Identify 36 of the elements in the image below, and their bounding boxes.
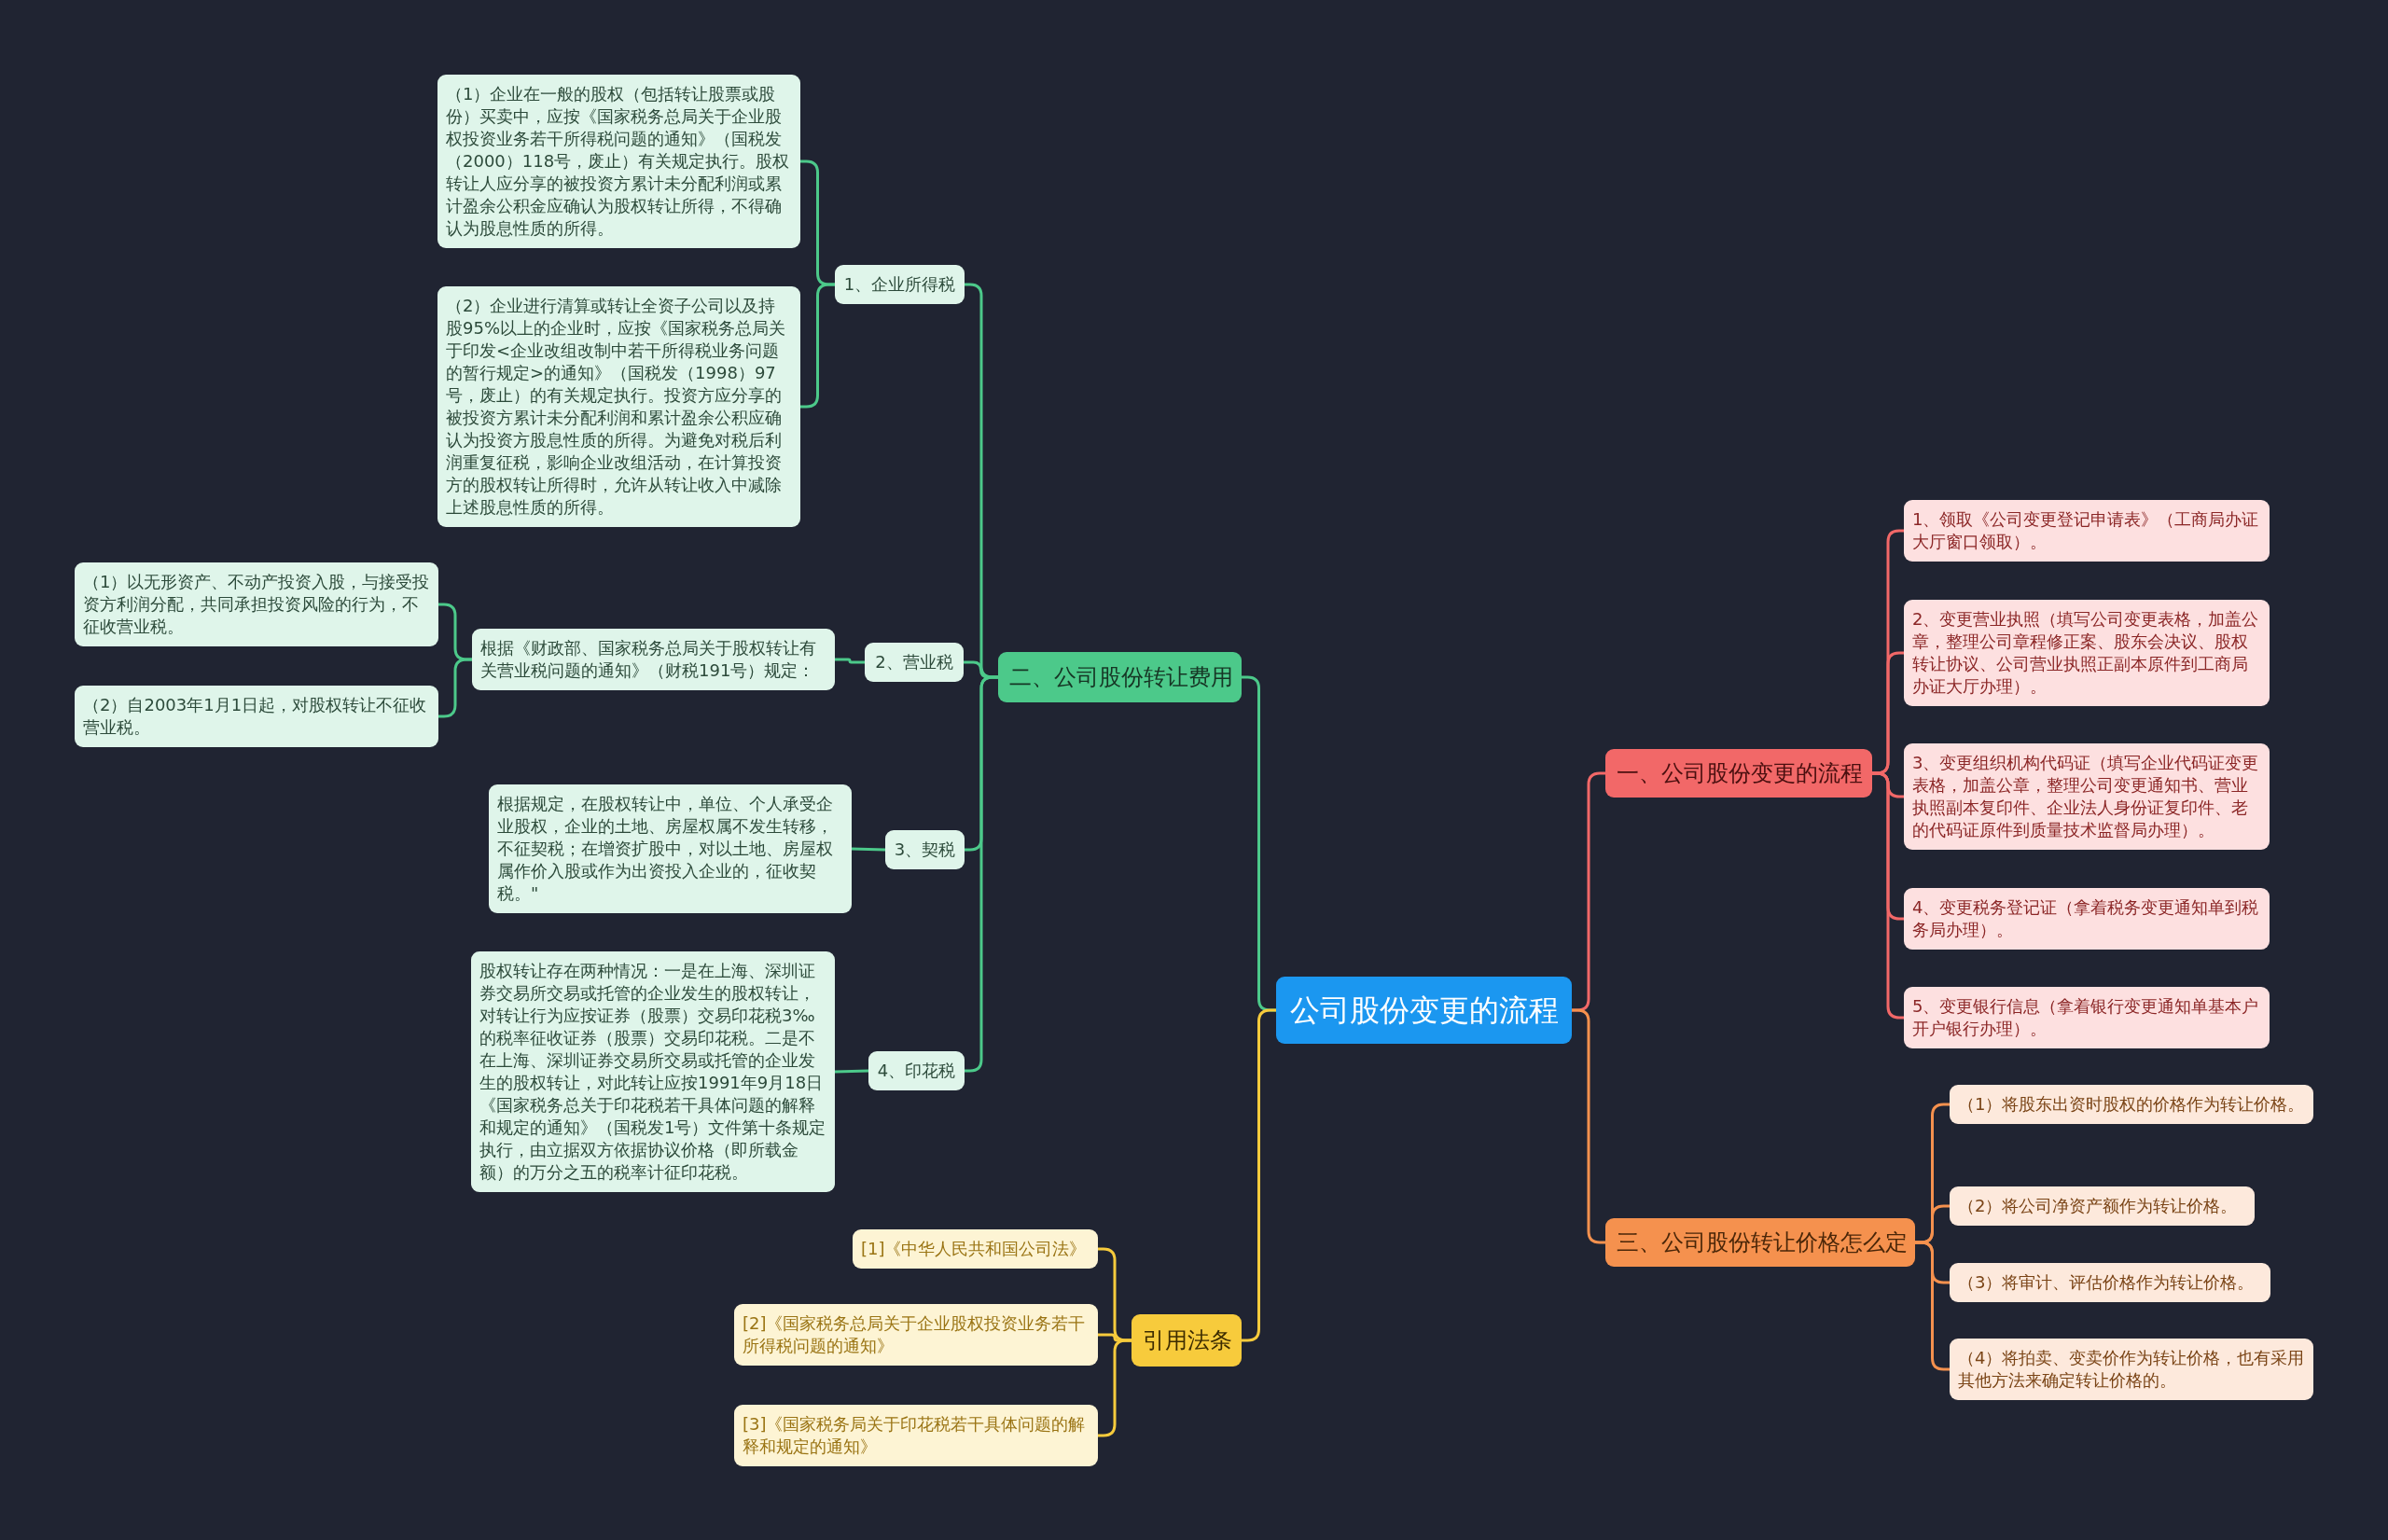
connector-line [1242, 1008, 1276, 1342]
subtopic-box: （1）企业在一般的股权（包括转让股票或股份）买卖中，应按《国家税务总局关于企业股权投资业务若干所得税问题的通知》（国税发（2000）118号，废止）有关规定执行。股权转让人应分享的被投资方累计未分配利润或累计盈余公积金应确认为股权转让所得，不得确认为股息性质的所得。 [437, 75, 800, 248]
note-box: 4、印花税 [868, 1051, 965, 1090]
connector-line [800, 283, 835, 409]
subtopic-box: 股权转让存在两种情况：一是在上海、深圳证券交易所交易或托管的企业发生的股权转让，对转让行为应按证券（股票）交易印花税3‰的税率征收证券（股票）交易印花税。二是不在上海、深圳证券交易所交易或托管的企业发生的股权转让，对此转让应按1991年9月18日《国家税务总关于印花税若干具体问题的解释和规定的通知》（国税发1号）文件第十条规定执行，由立据双方依据协议价格（即所载金额）的万分之五的税率计征印花税。 [471, 951, 835, 1192]
connector-line [965, 675, 998, 1073]
subtopic-box: 2、变更营业执照（填写公司变更表格，加盖公章，整理公司章程修正案、股东会决议、股权转让协议、公司营业执照正副本原件到工商局办证大厅办理）。 [1904, 600, 2270, 706]
subtopic-box: 3、变更组织机构代码证（填写企业代码证变更表格，加盖公章，整理公司变更通知书、营业执照副本复印件、企业法人身份证复印件、老的代码证原件到质量技术监督局办理）。 [1904, 743, 2270, 850]
subtopic-box: 根据规定，在股权转让中，单位、个人承受企业股权，企业的土地、房屋权属不发生转移，不征契税；在增资扩股中，对以土地、房屋权属作价入股或作为出资投入企业的，征收契税。" [489, 784, 852, 913]
branch-topic: 三、公司股份转让价格怎么定 [1605, 1218, 1915, 1267]
reference-box: [1]《中华人民共和国公司法》 [853, 1229, 1098, 1269]
central-topic: 公司股份变更的流程 [1276, 977, 1572, 1044]
reference-box: [3]《国家税务局关于印花税若干具体问题的解释和规定的通知》 [734, 1405, 1098, 1466]
connector-line [438, 658, 472, 718]
connector-line [834, 1069, 869, 1074]
subtopic-box: （3）将审计、评估价格作为转让价格。 [1950, 1263, 2270, 1302]
subtopic-box: （2）将公司净资产额作为转让价格。 [1950, 1186, 2255, 1226]
branch-topic: 二、公司股份转让费用 [998, 652, 1242, 702]
note-box: 2、营业税 [865, 643, 964, 682]
subtopic-box: （1）将股东出资时股权的价格作为转让价格。 [1950, 1085, 2313, 1124]
connector-line [1915, 1241, 1950, 1371]
subtopic-box: 根据《财政部、国家税务总局关于股权转让有关营业税问题的通知》（财税191号）规定： [472, 629, 835, 690]
connector-line [835, 658, 865, 664]
branch-topic: 一、公司股份变更的流程 [1605, 749, 1872, 798]
connector-line [851, 847, 886, 852]
subtopic-box: （2）自2003年1月1日起，对股权转让不征收营业税。 [75, 686, 438, 747]
reference-box: [2]《国家税务总局关于企业股权投资业务若干所得税问题的通知》 [734, 1304, 1098, 1366]
branch-topic: 引用法条 [1132, 1314, 1242, 1367]
subtopic-box: （2）企业进行清算或转让全资子公司以及持股95%以上的企业时，应按《国家税务总局关于印发<企业改组改制中若干所得税业务问题的暂行规定>的通知》（国税发（1998）97号，废止）的有关规定执行。投资方应分享的被投资方累计未分配利润和累计盈余公积应确认为投资方股息性质的所得。为避免对税后利润重复征税，影响企业改组活动，在计算投资方的股权转让所得时，允许从转让收入中减除上述股息性质的所得。 [437, 286, 800, 527]
note-box: 1、企业所得税 [835, 265, 965, 304]
subtopic-box: 1、领取《公司变更登记申请表》（工商局办证大厅窗口领取）。 [1904, 500, 2270, 562]
subtopic-box: （4）将拍卖、变卖价作为转让价格，也有采用其他方法来确定转让价格的。 [1950, 1339, 2313, 1400]
note-box: 3、契税 [885, 830, 965, 869]
subtopic-box: 4、变更税务登记证（拿着税务变更通知单到税务局办理）。 [1904, 888, 2270, 950]
subtopic-box: 5、变更银行信息（拿着银行变更通知单基本户开户银行办理）。 [1904, 987, 2270, 1048]
subtopic-box: （1）以无形资产、不动产投资入股，与接受投资方利润分配，共同承担投资风险的行为，不征收营业税。 [75, 562, 438, 646]
